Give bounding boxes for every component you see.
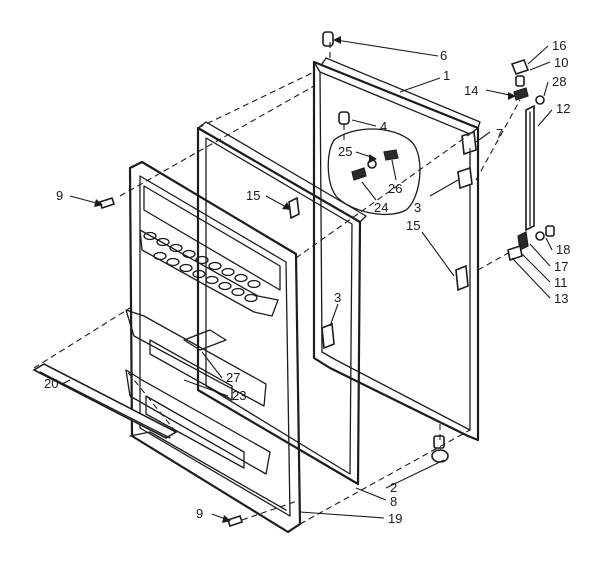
callout-15-right: 15 bbox=[406, 218, 420, 233]
callout-3-lower: 3 bbox=[334, 290, 341, 305]
alignment-lines bbox=[33, 42, 521, 525]
bushing bbox=[338, 111, 350, 125]
callout-13: 13 bbox=[554, 291, 568, 306]
callout-7: 7 bbox=[496, 126, 503, 141]
screw-9-lower bbox=[226, 514, 244, 528]
callout-1: 1 bbox=[443, 68, 450, 83]
hinge-bracket-3-upper bbox=[457, 166, 473, 190]
foot-2 bbox=[431, 435, 449, 463]
door-gasket bbox=[196, 121, 367, 486]
door-stop-15-left bbox=[288, 196, 300, 220]
callout-3-upper: 3 bbox=[414, 200, 421, 215]
callout-11: 11 bbox=[554, 275, 568, 290]
door-handle bbox=[525, 104, 535, 232]
callout-24: 24 bbox=[374, 200, 388, 215]
callout-17: 17 bbox=[554, 259, 568, 274]
callout-28: 28 bbox=[552, 74, 566, 89]
callout-2: 2 bbox=[390, 480, 397, 495]
callout-labels: 6 1 16 10 28 14 12 4 7 25 26 24 3 15 15 … bbox=[44, 38, 570, 526]
callout-6: 6 bbox=[440, 48, 447, 63]
callout-4: 4 bbox=[380, 119, 387, 134]
hinge-bracket-3-lower bbox=[321, 322, 335, 350]
callout-9-upper: 9 bbox=[56, 188, 63, 203]
callout-26: 26 bbox=[388, 181, 402, 196]
hinge-bracket-7 bbox=[461, 130, 477, 156]
door-stop-15-right bbox=[455, 264, 469, 292]
egg-tray bbox=[143, 231, 261, 303]
callout-12: 12 bbox=[556, 101, 570, 116]
top-plug bbox=[322, 31, 334, 47]
callout-14: 14 bbox=[464, 83, 478, 98]
callout-20: 20 bbox=[44, 376, 58, 391]
bottom-hinge bbox=[507, 225, 555, 262]
callout-25: 25 bbox=[338, 144, 352, 159]
callout-9-lower: 9 bbox=[196, 506, 203, 521]
callout-8: 8 bbox=[390, 494, 397, 509]
callout-15-left: 15 bbox=[246, 188, 260, 203]
callout-16: 16 bbox=[552, 38, 566, 53]
inner-door-liner bbox=[125, 160, 302, 534]
callout-10: 10 bbox=[554, 55, 568, 70]
callout-18: 18 bbox=[556, 242, 570, 257]
callout-19: 19 bbox=[388, 511, 402, 526]
screw-9-upper bbox=[98, 196, 116, 210]
control-plate bbox=[327, 128, 421, 216]
leader-lines bbox=[61, 36, 553, 523]
outer-door-panel bbox=[312, 57, 481, 442]
callout-23: 23 bbox=[232, 388, 246, 403]
callout-27: 27 bbox=[226, 370, 240, 385]
top-hinge bbox=[510, 59, 545, 105]
